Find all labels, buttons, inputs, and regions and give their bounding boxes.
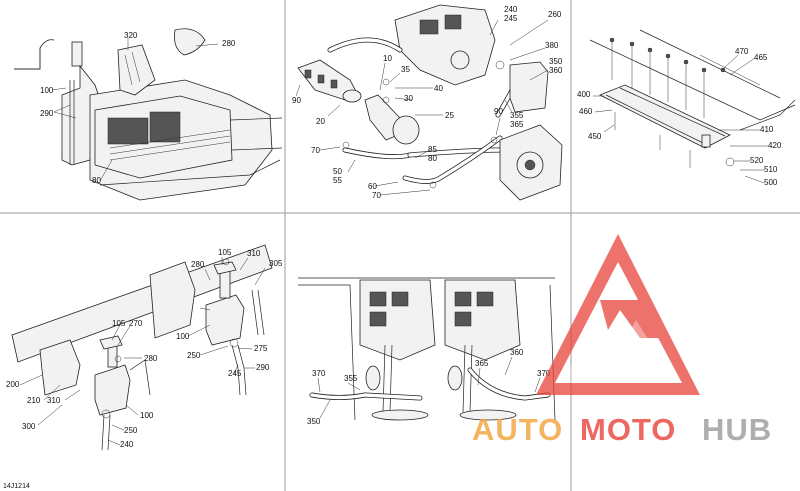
callout-p5-370-right: 370 (537, 369, 551, 378)
callout-p2-355: 355 (510, 111, 524, 120)
callout-p4-250-bottom: 250 (124, 426, 138, 435)
callout-p2-240: 240 (504, 5, 518, 14)
callout-p2-50: 50 (333, 167, 342, 176)
callout-p4-270: 270 (129, 319, 143, 328)
callout-p4-210: 210 (27, 396, 41, 405)
callout-p5-350: 350 (307, 417, 321, 426)
callout-p3-465: 465 (754, 53, 768, 62)
callout-p2-70-bottom: 70 (372, 191, 381, 200)
callout-p3-470: 470 (735, 47, 749, 56)
callout-p2-70-top: 70 (311, 146, 320, 155)
callout-p2-260: 260 (548, 10, 562, 19)
watermark-brand-hub: HUB (702, 412, 772, 447)
callout-p2-365: 365 (510, 120, 524, 129)
callout-p1-100: 100 (40, 86, 54, 95)
callout-p2-350: 350 (549, 57, 563, 66)
callout-p2-60: 60 (368, 182, 377, 191)
callout-p4-100-top: 100 (176, 332, 190, 341)
callout-p4-245: 245 (228, 369, 242, 378)
callout-p4-200: 200 (6, 380, 20, 389)
callout-p2-90-left: 90 (292, 96, 301, 105)
panel-mounting-plate (589, 29, 796, 184)
callout-p1-280: 280 (222, 39, 236, 48)
callout-p3-510: 510 (764, 165, 778, 174)
callout-p4-250-top: 250 (187, 351, 201, 360)
callout-p5-370-left: 370 (312, 369, 326, 378)
callout-p4-100-bottom: 100 (140, 411, 154, 420)
callout-p2-80: 80 (428, 154, 437, 163)
callout-p3-450: 450 (588, 132, 602, 141)
callout-p4-280-bottom: 280 (144, 354, 158, 363)
callout-p3-500: 500 (764, 178, 778, 187)
callout-p4-105-top: 105 (218, 248, 232, 257)
callout-p4-300: 300 (22, 422, 36, 431)
callout-p2-20: 20 (316, 117, 325, 126)
watermark-brand-text: AUTO MOTO HUB (472, 412, 772, 447)
panel-air-intake-hoses (295, 4, 563, 201)
callout-p2-30: 30 (404, 94, 413, 103)
callout-p4-310-top: 310 (247, 249, 261, 258)
callout-p3-410: 410 (760, 125, 774, 134)
autmotohub-watermark-logo (536, 234, 700, 395)
callout-p1-320: 320 (124, 31, 138, 40)
callout-p2-85: 85 (428, 145, 437, 154)
callout-p4-290: 290 (256, 363, 270, 372)
callout-p2-40: 40 (434, 84, 443, 93)
callout-p2-10: 10 (383, 54, 392, 63)
callout-p2-55: 55 (333, 176, 342, 185)
callout-p4-280-top: 280 (191, 260, 205, 269)
callout-p3-520: 520 (750, 156, 764, 165)
panel-engine-bay (298, 277, 556, 421)
panel-engine-intake (14, 28, 283, 201)
callout-p3-400: 400 (577, 90, 591, 99)
callout-p2-245: 245 (504, 14, 518, 23)
callout-p4-105-bottom: 105 (112, 319, 126, 328)
watermark-brand-auto: AUTO (472, 412, 563, 447)
callout-p4-305: 305 (269, 259, 283, 268)
callout-p5-355: 355 (344, 374, 358, 383)
callout-p3-420: 420 (768, 141, 782, 150)
callout-p5-365: 365 (475, 359, 489, 368)
callout-p5-360: 360 (510, 348, 524, 357)
callout-p2-25: 25 (445, 111, 454, 120)
bolt-column-1 (611, 38, 705, 118)
drawing-code: 14J1214 (3, 483, 30, 490)
callout-p1-80: 80 (92, 176, 101, 185)
callout-p2-35: 35 (401, 65, 410, 74)
callout-p4-275: 275 (254, 344, 268, 353)
callout-p2-360: 360 (549, 66, 563, 75)
callout-p4-310-bottom: 310 (47, 396, 61, 405)
panel-reservoir-tanks (11, 244, 273, 451)
callout-p1-290: 290 (40, 109, 54, 118)
watermark-brand-moto: MOTO (580, 412, 676, 447)
callout-p4-240: 240 (120, 440, 134, 449)
callout-p2-380: 380 (545, 41, 559, 50)
callout-p2-90-right: 90 (494, 107, 503, 116)
callout-p3-460: 460 (579, 107, 593, 116)
